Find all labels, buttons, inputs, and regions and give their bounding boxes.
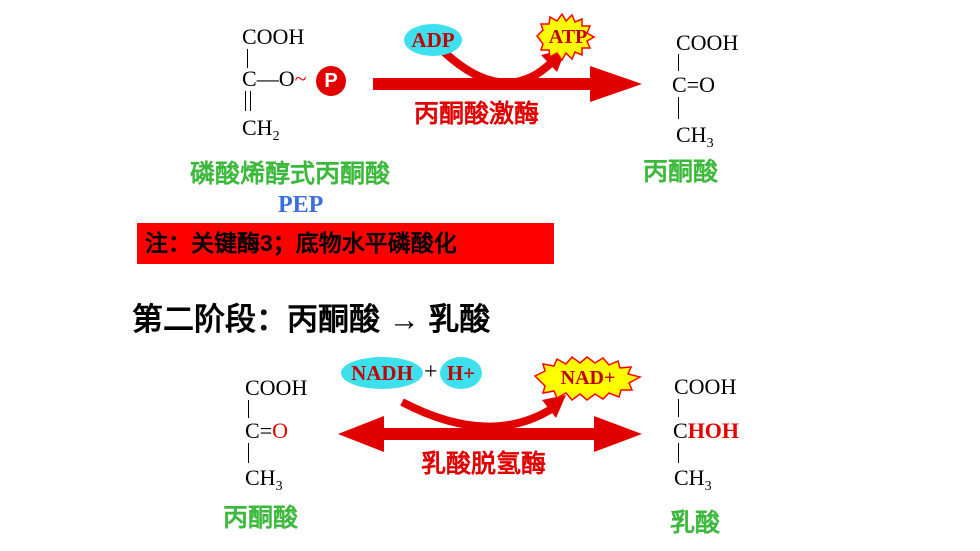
pyruvate1-cooh: COOH — [676, 30, 739, 55]
pep-ch2: CH2 — [242, 115, 280, 145]
pyruvate2-cooh: COOH — [245, 375, 308, 400]
stage2-double-arrow — [338, 416, 642, 452]
lactate-bond-1 — [678, 399, 680, 417]
pyruvate1-bond-2 — [678, 97, 680, 119]
pep-double-bond-b — [250, 91, 252, 111]
adp-label: ADP — [404, 24, 462, 56]
pep-bond-1 — [247, 49, 249, 68]
lactate-cooh: COOH — [674, 374, 737, 399]
nadh-label: NADH — [341, 357, 423, 389]
hplus-label: H+ — [440, 357, 482, 389]
pyruvate2-name: 丙酮酸 — [223, 504, 299, 532]
pep-c-o-p: C—O~ — [242, 66, 307, 91]
pyruvate-kinase-label: 丙酮酸激酶 — [414, 100, 540, 128]
phosphate-circle: P — [316, 66, 346, 96]
atp-label: ATP — [548, 26, 588, 48]
nadplus-label: NAD+ — [560, 367, 616, 389]
pep-abbr: PEP — [278, 192, 324, 218]
pyruvate1-bond-1 — [678, 54, 680, 71]
pyruvate1-name: 丙酮酸 — [643, 158, 719, 186]
pyruvate2-bond-2 — [248, 443, 250, 463]
pyruvate2-co: C=O — [245, 418, 288, 443]
pep-double-bond-a — [245, 91, 247, 111]
stage2-curved-arrow — [400, 395, 566, 431]
stage2-heading: 第二阶段：丙酮酸 → 乳酸 — [132, 302, 491, 337]
plus-sign: + — [424, 359, 438, 385]
stage1-main-arrow — [373, 66, 642, 102]
high-energy-bond: ~ — [294, 66, 307, 91]
pyruvate2-bond-1 — [248, 400, 250, 418]
lactate-name: 乳酸 — [670, 509, 721, 537]
note-box: 注：关键酶3；底物水平磷酸化 — [137, 223, 554, 264]
nadplus-burst — [533, 355, 643, 402]
stage1-curved-arrow — [441, 49, 566, 87]
pyruvate1-ch3: CH3 — [676, 122, 714, 152]
lactate-dehydrogenase-label: 乳酸脱氢酶 — [421, 450, 547, 478]
lactate-chohh: CHOH — [673, 418, 740, 443]
atp-burst — [536, 12, 596, 62]
lactate-ch3: CH3 — [674, 465, 712, 495]
pep-cooh: COOH — [242, 24, 305, 49]
pyruvate2-ch3: CH3 — [245, 465, 283, 495]
pep-name: 磷酸烯醇式丙酮酸 — [190, 160, 391, 188]
lactate-bond-2 — [678, 443, 680, 463]
pyruvate1-co: C=O — [672, 72, 715, 97]
